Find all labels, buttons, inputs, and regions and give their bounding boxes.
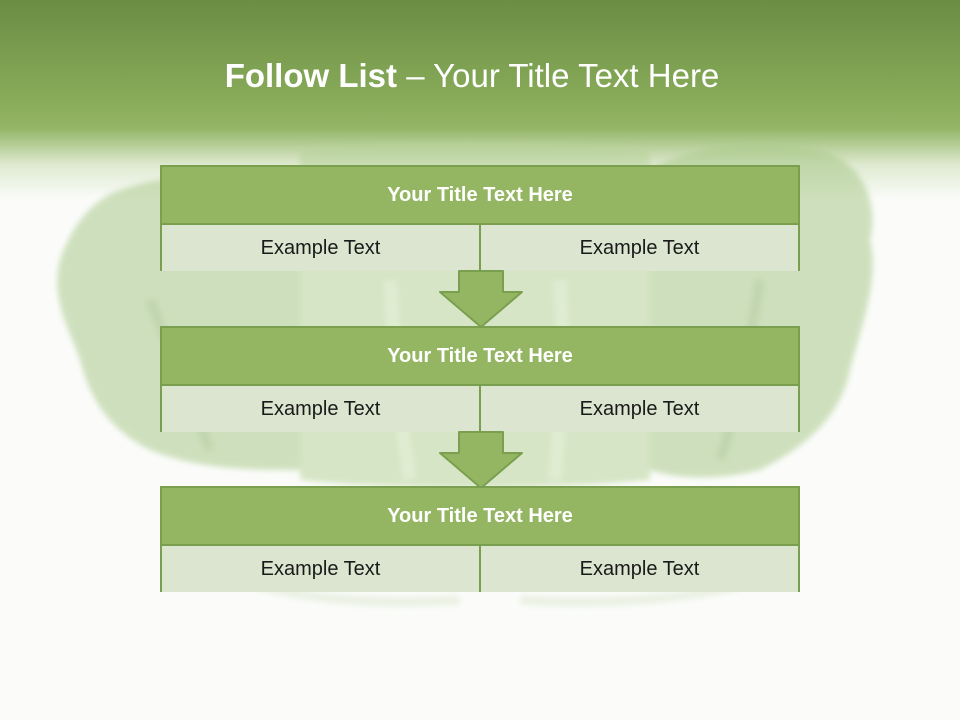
step-row: Example Text Example Text bbox=[162, 546, 798, 592]
slide-title: Follow List – Your Title Text Here bbox=[0, 52, 944, 100]
step-cell-right: Example Text bbox=[479, 225, 798, 271]
step-title: Your Title Text Here bbox=[162, 167, 798, 225]
step-box-1: Your Title Text Here Example Text Exampl… bbox=[160, 165, 800, 271]
slide-title-bold: Follow List bbox=[224, 57, 398, 94]
step-cell-right: Example Text bbox=[479, 386, 798, 432]
step-box-3: Your Title Text Here Example Text Exampl… bbox=[160, 486, 800, 592]
down-arrow-icon bbox=[439, 270, 523, 328]
step-cell-right: Example Text bbox=[479, 546, 798, 592]
slide-title-rest: – Your Title Text Here bbox=[397, 57, 720, 94]
step-cell-left: Example Text bbox=[162, 386, 479, 432]
down-arrow-icon bbox=[439, 431, 523, 489]
step-cell-left: Example Text bbox=[162, 225, 479, 271]
step-box-2: Your Title Text Here Example Text Exampl… bbox=[160, 326, 800, 432]
step-cell-left: Example Text bbox=[162, 546, 479, 592]
step-row: Example Text Example Text bbox=[162, 225, 798, 271]
step-row: Example Text Example Text bbox=[162, 386, 798, 432]
step-title: Your Title Text Here bbox=[162, 488, 798, 546]
step-title: Your Title Text Here bbox=[162, 328, 798, 386]
